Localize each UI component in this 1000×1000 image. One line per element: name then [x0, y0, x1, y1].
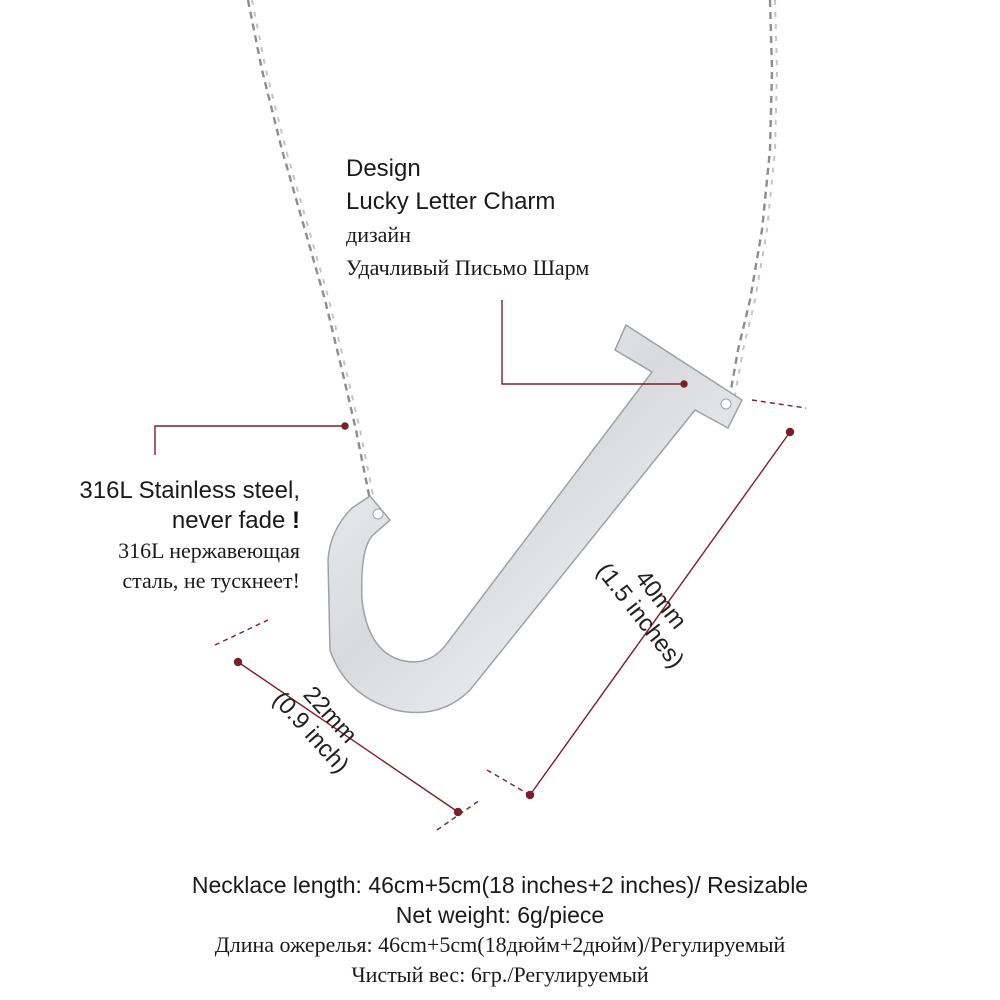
material-line-2-text: never fade [171, 507, 286, 534]
exclamation-mark: ! [292, 507, 300, 534]
specifications: Necklace length: 46cm+5cm(18 inches+2 in… [0, 870, 1000, 990]
material-line-1: 316L Stainless steel, [79, 477, 300, 504]
left-chain [246, 0, 375, 501]
material-line-3: 316L нержавеющая [118, 538, 300, 563]
annotation-lines [154, 300, 807, 831]
necklace-length: Necklace length: 46cm+5cm(18 inches+2 in… [191, 872, 809, 898]
net-weight-ru: Чистый вес: 6гр./Регулируемый [351, 962, 649, 987]
design-callout: Design Lucky Letter Charm дизайн Удачлив… [346, 152, 589, 284]
necklace-length-ru: Длина ожерелья: 46cm+5cm(18дюйм+2дюйм)/Р… [214, 932, 786, 957]
material-line-2: never fade ! [0, 506, 300, 536]
net-weight: Net weight: 6g/piece [395, 902, 605, 928]
design-name-ru: Удачливый Письмо Шарм [346, 255, 590, 280]
right-chain [728, 0, 779, 396]
letter-j-pendant [327, 323, 743, 714]
material-callout: 316L Stainless steel, never fade ! 316L … [0, 476, 300, 596]
material-line-4: сталь, не тускнеет! [122, 568, 300, 593]
design-label-ru: дизайн [346, 222, 411, 247]
design-label: Design [346, 155, 421, 182]
design-name: Lucky Letter Charm [346, 188, 556, 215]
